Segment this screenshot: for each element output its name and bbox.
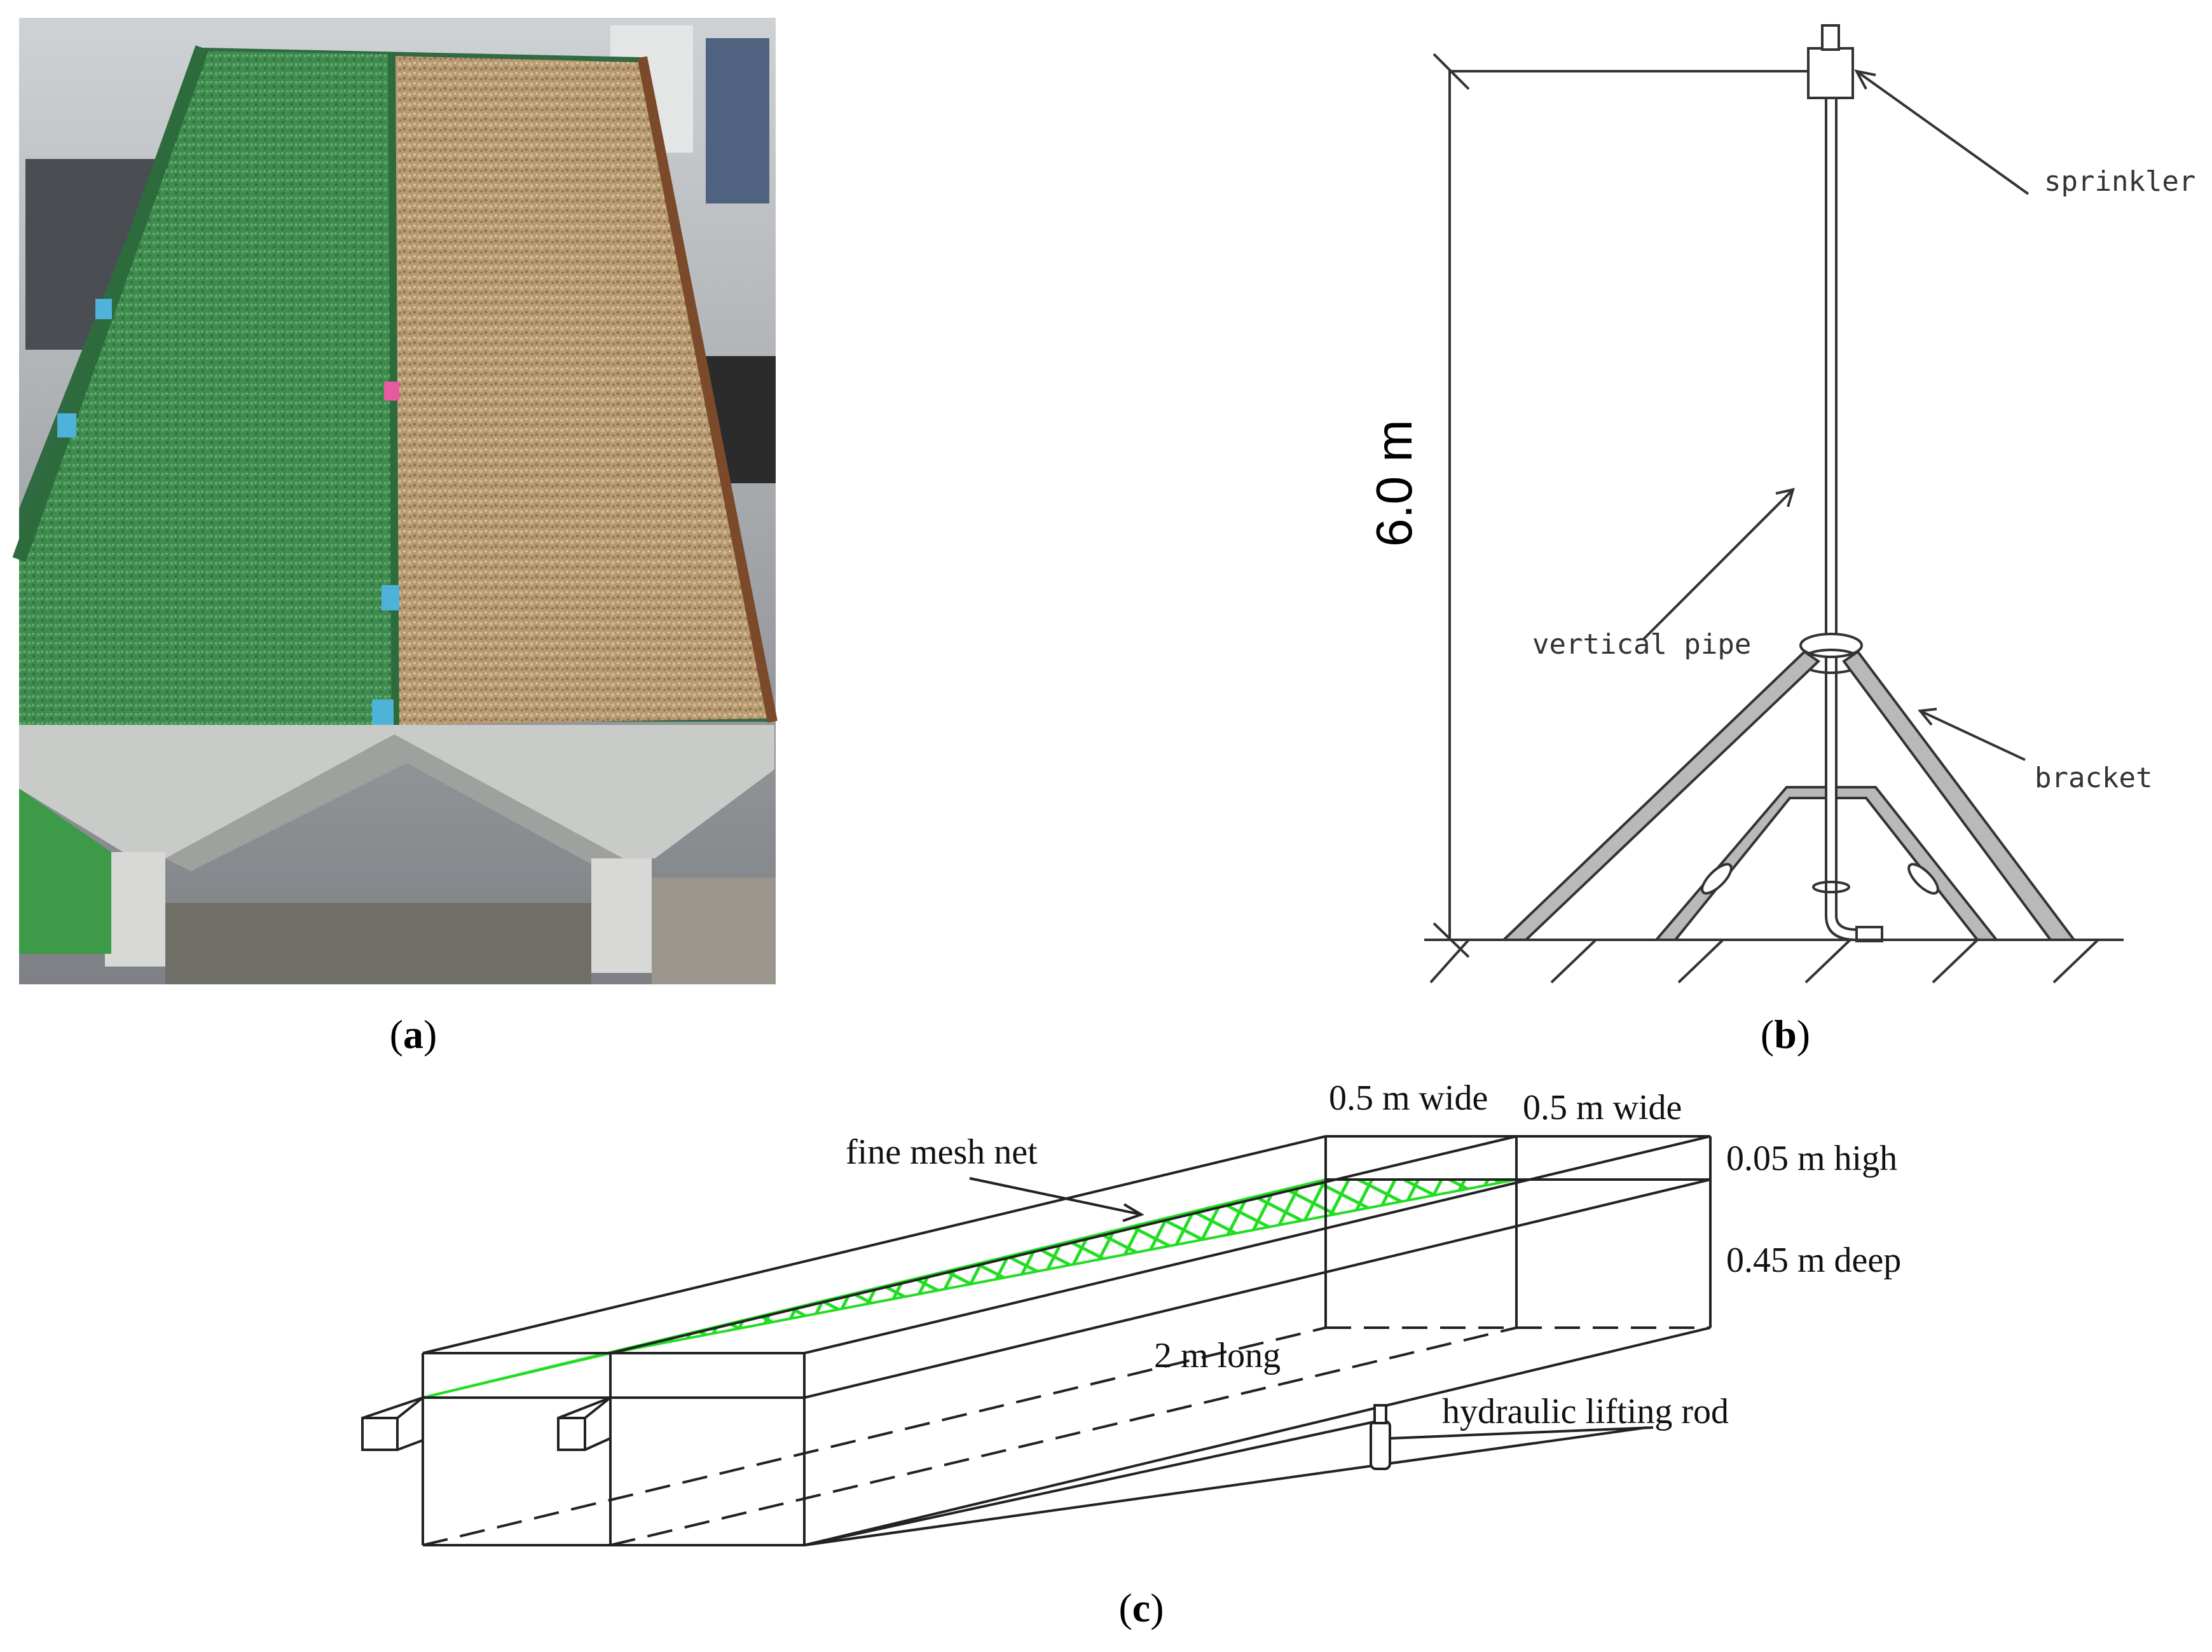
label-width-2: 0.5 m wide xyxy=(1523,1088,1682,1127)
label-height: 0.05 m high xyxy=(1726,1139,1897,1178)
label-width-1: 0.5 m wide xyxy=(1329,1078,1488,1118)
panel-a-photo xyxy=(12,18,778,984)
caption-c: (c) xyxy=(1118,1585,1164,1630)
label-vertical-pipe: vertical pipe xyxy=(1532,628,1751,661)
label-length: 2 m long xyxy=(1154,1336,1281,1375)
label-sprinkler: sprinkler xyxy=(2044,165,2195,198)
panel-b-sprinkler-drawing xyxy=(1424,24,2124,984)
label-bracket: bracket xyxy=(2035,762,2152,794)
panel-c-flume-drawing xyxy=(361,1135,1712,1546)
label-depth: 0.45 m deep xyxy=(1726,1241,1901,1280)
label-lifting-rod: hydraulic lifting rod xyxy=(1442,1392,1729,1431)
caption-b: (b) xyxy=(1761,1012,1810,1057)
caption-a: (a) xyxy=(390,1012,437,1057)
label-fine-mesh-net: fine mesh net xyxy=(846,1132,1038,1172)
label-6m: 6.0 m xyxy=(1366,420,1422,547)
